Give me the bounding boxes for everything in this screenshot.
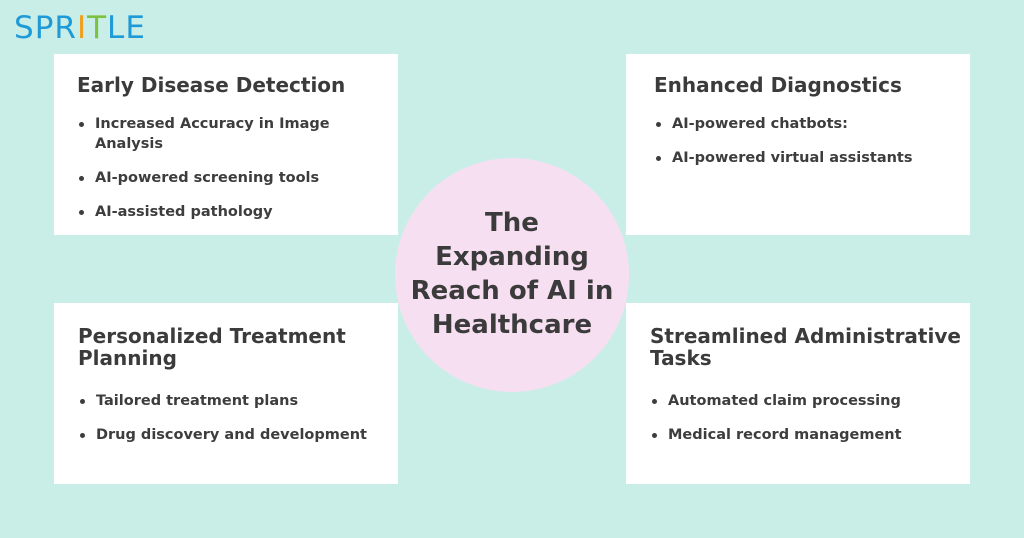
card-personalized-treatment-planning: Personalized Treatment Planning Tailored… [54, 303, 398, 484]
card-early-disease-detection: Early Disease Detection Increased Accura… [54, 54, 398, 235]
sprite-logo: SPRITLE [14, 8, 146, 48]
list-item: Automated claim processing [650, 391, 970, 411]
card-streamlined-administrative-tasks: Streamlined Administrative Tasks Automat… [626, 303, 970, 484]
list-item: AI-powered chatbots: [654, 114, 970, 134]
logo-letter: R [54, 10, 77, 46]
logo-letter: S [14, 10, 35, 46]
center-circle: The Expanding Reach of AI in Healthcare [395, 158, 629, 392]
card-list: AI-powered chatbots: AI-powered virtual … [654, 114, 970, 168]
list-item: AI-powered screening tools [77, 168, 398, 188]
card-enhanced-diagnostics: Enhanced Diagnostics AI-powered chatbots… [626, 54, 970, 235]
list-item: Medical record management [650, 425, 970, 445]
logo-letter: E [125, 10, 146, 46]
logo-letter: P [34, 10, 55, 46]
list-item: AI-powered virtual assistants [654, 148, 970, 168]
card-title: Enhanced Diagnostics [654, 73, 902, 97]
card-title: Streamlined Administrative Tasks [650, 324, 961, 370]
card-list: Tailored treatment plans Drug discovery … [78, 391, 398, 445]
list-item: Increased Accuracy in Image Analysis [77, 114, 398, 154]
card-list: Automated claim processing Medical recor… [650, 391, 970, 445]
list-item: AI-assisted pathology [77, 202, 398, 222]
card-title: Early Disease Detection [77, 73, 346, 97]
logo-letter: I [76, 10, 88, 46]
card-title: Personalized Treatment Planning [78, 324, 346, 370]
card-list: Increased Accuracy in Image Analysis AI-… [77, 114, 398, 222]
center-title: The Expanding Reach of AI in Healthcare [410, 208, 614, 340]
list-item: Drug discovery and development [78, 425, 398, 445]
list-item: Tailored treatment plans [78, 391, 398, 411]
logo-letter: T [87, 10, 108, 46]
logo-letter: L [107, 10, 126, 46]
